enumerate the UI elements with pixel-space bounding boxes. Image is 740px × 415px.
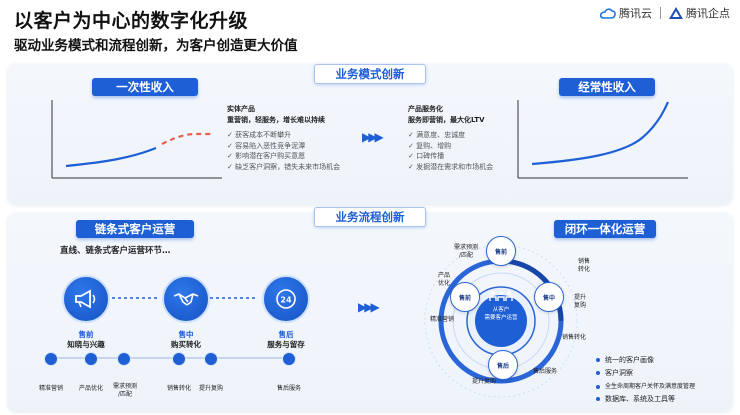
step-label-5: 售后服务 [276,385,301,392]
one-time-revenue-pill: 一次性收入 [92,78,198,96]
loop-node-aftersale: 售后 [488,350,518,380]
left-item-0: ✓ 获客成本不断攀升 [227,131,292,139]
step-icon-5 [282,352,296,366]
exponential-curve [531,101,670,166]
megaphone-icon [62,275,110,323]
loop-label-repurchase: 提升复购 [471,378,496,385]
triangle-logo-icon [669,7,683,19]
svg-text:24: 24 [280,296,292,305]
loop-node-insale: 售中 [534,282,564,312]
people-group-icon [483,290,519,302]
benefit-1: 客户洞察 [596,367,695,380]
one-time-revenue-notes: 实体产品 重营销，轻服务，增长难以持续 ✓ 获客成本不断攀升 ✓ 容易陷入恶性竞… [227,104,340,172]
right-item-3: ✓ 发掘潜在需求和市场机会 [408,162,494,171]
step-label-2: 需求预测 /匹配 [112,383,137,398]
one-time-revenue-chart [51,100,222,179]
recurring-revenue-pill: 经常性收入 [559,78,655,96]
benefit-3: 数据库、系统及工具等 [596,393,695,406]
logo-separator [660,7,661,19]
right-item-1: ✓ 复购、增购 [408,141,452,150]
left-head1: 实体产品 [227,105,255,113]
step-label-4: 提升复购 [198,385,223,392]
tencent-qidian-logo: 腾讯企点 [669,5,730,21]
stage-aftersale: 售后服务与留存 [267,330,305,349]
page-title: 以客户为中心的数字化升级 [14,10,249,32]
right-head1: 产品服务化 [408,105,443,113]
loop-label-boost: 提升 复购 [573,294,586,309]
right-item-0: ✓ 满意度、忠诚度 [408,131,466,139]
tencent-cloud-logo: 腾讯云 [600,5,652,21]
stage-presale: 售前知晓与兴趣 [67,330,105,349]
loop-label-sales-conv: 销售 转化 [577,258,590,273]
left-item-1: ✓ 容易陷入恶性竞争泥潭 [227,141,306,150]
loop-label-sales: 销售转化 [561,334,586,341]
closed-loop-benefits: 统一的客户画像 客户洞察 全生命周期客户关怀及满意度管理 数据库、系统及工具等 [596,354,695,406]
benefit-0: 统一的客户画像 [596,354,695,367]
step-label-0: 精准营销 [38,385,63,392]
chain-operation-pill: 链条式客户运营 [76,220,194,238]
loop-label-demand: 需求预测 /匹配 [453,244,478,259]
loop-label-after-service: 售后服务 [532,368,557,375]
loop-center-label: 从客户 需要客户运营 [484,307,518,321]
right-head2: 服务即营销，最大化LTV [408,115,485,124]
recurring-revenue-chart [517,100,688,179]
recurring-revenue-notes: 产品服务化 服务即营销，最大化LTV ✓ 满意度、忠诚度 ✓ 复购、增购 ✓ 口… [408,104,493,172]
business-process-banner: 业务流程创新 [314,207,426,227]
logo1-text: 腾讯云 [619,7,652,20]
stage-insale: 售中购买转化 [171,330,201,349]
left-head2: 重营销，轻服务，增长难以持续 [227,115,325,124]
loop-label-product: 产品 优化 [437,272,450,287]
step-label-1: 产品优化 [78,385,103,392]
loop-node-presale-left: 售前 [450,282,480,312]
24h-service-icon: 24 [262,275,310,323]
step-icon-2 [117,352,131,366]
step-icon-0 [44,352,58,366]
plateau-dashed-curve [161,132,214,145]
growth-curve [65,146,157,168]
left-item-3: ✓ 缺乏客户洞察，错失未来市场机会 [227,162,341,171]
step-icon-3 [172,352,186,366]
loop-node-presale: 售前 [486,236,516,266]
step-label-3: 销售转化 [166,385,191,392]
step-icon-1 [84,352,98,366]
business-model-banner: 业务模式创新 [314,64,426,84]
chain-caption: 直线、链条式客户运营环节… [60,246,171,256]
triple-arrow-icon-2: ▶▶▶ [358,300,380,314]
benefit-2: 全生命周期客户关怀及满意度管理 [596,380,695,393]
triple-arrow-icon: ▶▶▶ [362,130,384,144]
page-subtitle: 驱动业务模式和流程创新，为客户创造更大价值 [14,38,298,54]
cloud-icon [600,8,616,19]
logo-bar: 腾讯云 腾讯企点 [600,5,730,21]
right-item-2: ✓ 口碑传播 [408,152,445,160]
logo2-text: 腾讯企点 [686,7,730,20]
step-icon-4 [204,352,218,366]
closed-loop-pill: 闭环一体化运营 [554,220,656,238]
handshake-icon [162,275,210,323]
loop-label-marketing: 精准营销 [429,316,454,323]
left-item-2: ✓ 影响潜在客户购买意愿 [227,152,306,160]
